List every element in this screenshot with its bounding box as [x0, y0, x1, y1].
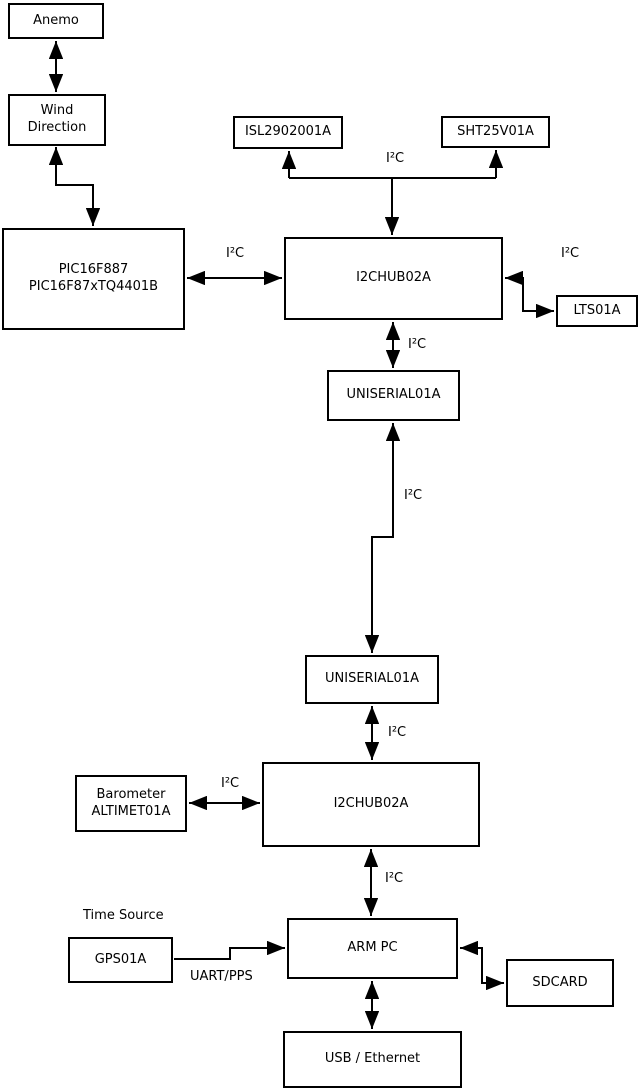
node-usb-ethernet: USB / Ethernet: [283, 1031, 462, 1088]
node-wind-direction: Wind Direction: [8, 94, 106, 146]
node-pic16f887: PIC16F887 PIC16F87xTQ4401B: [2, 228, 185, 330]
node-gps01a: GPS01A: [68, 937, 173, 983]
label-i2c-hub1-uniserial1: I²C: [408, 337, 427, 352]
node-lts01a: LTS01A: [556, 295, 638, 327]
label-time-source: Time Source: [83, 908, 164, 923]
label-i2c-hub1-lts: I²C: [561, 246, 580, 261]
edge-hub1-lts: [505, 270, 554, 319]
label-i2c-pic-hub1: I²C: [226, 246, 245, 261]
label-i2c-uniserial2-hub2: I²C: [388, 725, 407, 740]
node-i2chub02a-1: I2CHUB02A: [284, 237, 503, 320]
edge-wind-pic: [48, 147, 101, 226]
edge-armpc-sdcard: [460, 940, 504, 991]
edge-gps-armpc: [174, 940, 285, 960]
node-arm-pc: ARM PC: [287, 918, 458, 979]
node-uniserial01a-1: UNISERIAL01A: [327, 370, 460, 421]
label-i2c-uniserial-link: I²C: [404, 488, 423, 503]
node-anemo: Anemo: [8, 3, 104, 39]
node-i2chub02a-2: I2CHUB02A: [262, 762, 480, 847]
node-sht25v01a: SHT25V01A: [441, 116, 550, 148]
node-uniserial01a-2: UNISERIAL01A: [305, 655, 439, 704]
node-sdcard: SDCARD: [506, 959, 614, 1007]
label-i2c-barometer-hub2: I²C: [221, 776, 240, 791]
node-isl2902001a: ISL2902001A: [233, 116, 343, 149]
label-i2c-top-bus: I²C: [386, 151, 405, 166]
label-i2c-hub2-armpc: I²C: [385, 871, 404, 886]
node-barometer-altimet01a: Barometer ALTIMET01A: [75, 775, 187, 832]
label-uart-pps: UART/PPS: [190, 969, 253, 984]
edge-uniserial1-uniserial2: [364, 423, 401, 653]
